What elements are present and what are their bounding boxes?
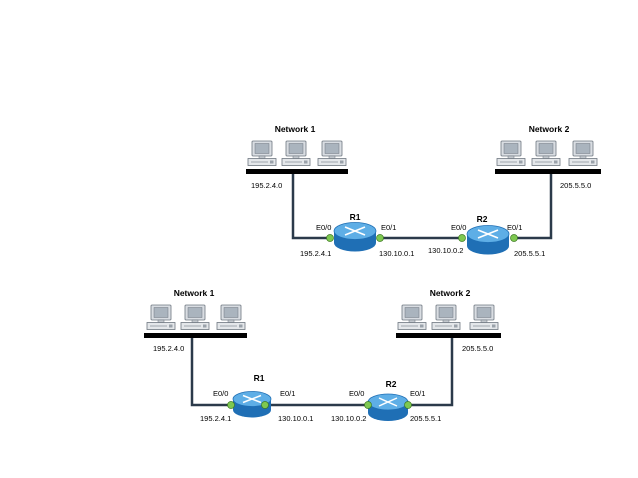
router-r1: R1 E0/0 E0/1 195.2.4.1 130.10.0.1 — [300, 212, 414, 258]
r1-name: R1 — [350, 212, 361, 222]
r2-name: R2 — [477, 214, 488, 224]
router-r2: R2 E0/0 E0/1 130.10.0.2 205.5.5.1 — [428, 214, 545, 258]
r2-name: R2 — [386, 379, 397, 389]
r2-e1-ip: 205.5.5.1 — [514, 249, 545, 258]
computer-icon — [281, 140, 311, 166]
r1-port-e1 — [261, 401, 269, 409]
r2-port-e1 — [510, 234, 518, 242]
computer-icon — [431, 304, 461, 330]
r1-e1-ip: 130.10.0.1 — [379, 249, 414, 258]
r1-e0-label: E0/0 — [316, 223, 331, 232]
r2-port-e0 — [458, 234, 466, 242]
r2-e0-label: E0/0 — [349, 389, 364, 398]
network1-title: Network 1 — [174, 288, 215, 298]
router-r1: R1 E0/0 E0/1 195.2.4.1 130.10.0.1 — [200, 373, 313, 423]
link-r2-network2 — [514, 174, 553, 240]
r2-e1-ip: 205.5.5.1 — [410, 414, 441, 423]
r2-e0-label: E0/0 — [451, 223, 466, 232]
computer-icon — [496, 140, 526, 166]
computer-icon — [317, 140, 347, 166]
router-icon — [466, 225, 510, 255]
network1-address: 195.2.4.0 — [251, 181, 282, 190]
network1: Network 1 195.2.4.0 — [144, 288, 247, 353]
network1-title: Network 1 — [275, 124, 316, 134]
r2-port-e0 — [364, 401, 372, 409]
computer-icon — [247, 140, 277, 166]
r2-port-e1 — [404, 401, 412, 409]
computer-icon — [216, 304, 246, 330]
network2: Network 2 205.5.5.0 — [495, 124, 601, 190]
computer-icon — [568, 140, 598, 166]
network2-title: Network 2 — [430, 288, 471, 298]
r1-e0-ip: 195.2.4.1 — [200, 414, 231, 423]
router-icon — [333, 222, 377, 252]
r1-port-e0 — [326, 234, 334, 242]
r1-e1-label: E0/1 — [280, 389, 295, 398]
diagram-bottom: Network 1 195.2.4.0 Network 2 205.5.5.0 … — [144, 288, 501, 423]
computer-icon — [531, 140, 561, 166]
r2-e1-label: E0/1 — [410, 389, 425, 398]
network2-address: 205.5.5.0 — [560, 181, 591, 190]
network1: Network 1 195.2.4.0 — [246, 124, 348, 190]
network2-title: Network 2 — [529, 124, 570, 134]
link-network1-r1 — [190, 338, 231, 407]
r2-e0-ip: 130.10.0.2 — [331, 414, 366, 423]
r1-name: R1 — [254, 373, 265, 383]
router-r2: R2 E0/0 E0/1 130.10.0.2 205.5.5.1 — [331, 379, 441, 423]
computer-icon — [397, 304, 427, 330]
r1-e0-ip: 195.2.4.1 — [300, 249, 331, 258]
computer-icon — [180, 304, 210, 330]
r1-port-e0 — [227, 401, 235, 409]
computer-icon — [146, 304, 176, 330]
r1-e1-label: E0/1 — [381, 223, 396, 232]
r1-e1-ip: 130.10.0.1 — [278, 414, 313, 423]
router-icon — [367, 393, 409, 421]
computer-icon — [469, 304, 499, 330]
link-r2-network2 — [408, 338, 454, 407]
r2-e0-ip: 130.10.0.2 — [428, 246, 463, 255]
network2-address: 205.5.5.0 — [462, 344, 493, 353]
r1-e0-label: E0/0 — [213, 389, 228, 398]
lan-bar — [396, 333, 501, 338]
lan-bar — [495, 169, 601, 174]
lan-bar — [144, 333, 247, 338]
link-network1-r1 — [291, 174, 330, 240]
r2-e1-label: E0/1 — [507, 223, 522, 232]
diagram-top: Network 1 195.2.4.0 Network 2 205.5.5.0 … — [246, 124, 601, 258]
network2: Network 2 205.5.5.0 — [396, 288, 501, 353]
network1-address: 195.2.4.0 — [153, 344, 184, 353]
lan-bar — [246, 169, 348, 174]
r1-port-e1 — [376, 234, 384, 242]
